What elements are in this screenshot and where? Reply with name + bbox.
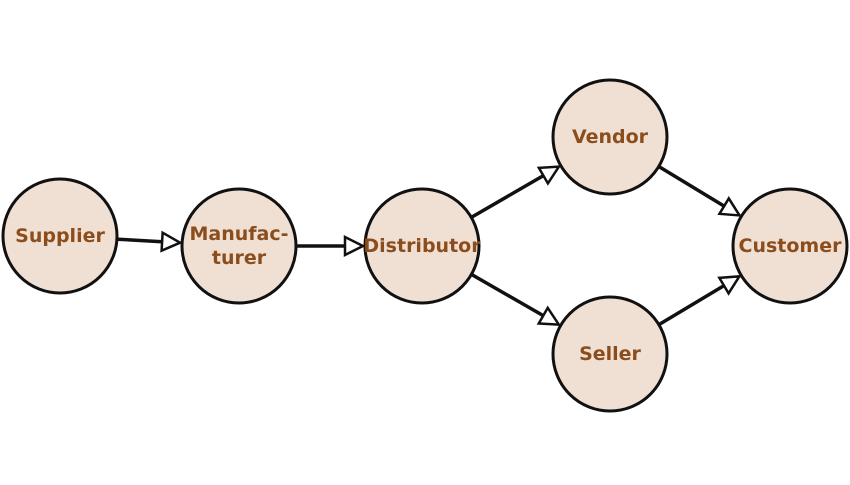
node-supplier: Supplier <box>1 177 119 295</box>
arrow-head-icon <box>536 165 562 186</box>
node-label: Supplier <box>15 225 105 247</box>
edge-line <box>658 284 725 326</box>
node-customer: Customer <box>731 187 849 305</box>
arrow-head-icon <box>717 274 742 296</box>
node-circle <box>731 187 849 305</box>
edge-distributor-to-vendor <box>471 165 562 219</box>
edge-line <box>471 273 545 318</box>
node-circle <box>363 187 481 305</box>
arrow-head-icon <box>536 305 562 327</box>
nodes-layer: Supplier Manufac-turer Distributor VendorSe… <box>1 78 849 413</box>
arrow-head-icon <box>160 230 183 253</box>
node-circle <box>180 187 298 305</box>
edge-line <box>117 237 163 244</box>
edge-supplier-to-manufacturer <box>117 230 183 253</box>
edge-vendor-to-customer <box>658 165 742 217</box>
node-label: Vendor <box>572 126 649 148</box>
edge-seller-to-customer <box>658 274 742 326</box>
node-manufacturer: Manufac-turer <box>180 187 298 305</box>
node-label: Customer <box>739 235 843 257</box>
edges-layer <box>117 165 742 327</box>
node-label: Seller <box>579 343 641 365</box>
node-distributor: Distributor <box>363 187 481 305</box>
node-circle <box>551 78 669 196</box>
edge-distributor-to-seller <box>471 273 562 327</box>
node-vendor: Vendor <box>551 78 669 196</box>
node-label: turer <box>212 247 267 269</box>
arrow-head-icon <box>717 196 742 217</box>
node-seller: Seller <box>551 295 669 413</box>
edge-line <box>658 165 726 208</box>
edge-manufacturer-to-distributor <box>297 234 366 258</box>
node-label: Manufac- <box>189 223 288 245</box>
arrow-head-icon <box>343 234 366 258</box>
edge-line <box>471 174 545 219</box>
node-circle <box>1 177 119 295</box>
node-label: Distributor <box>363 235 481 257</box>
node-circle <box>551 295 669 413</box>
